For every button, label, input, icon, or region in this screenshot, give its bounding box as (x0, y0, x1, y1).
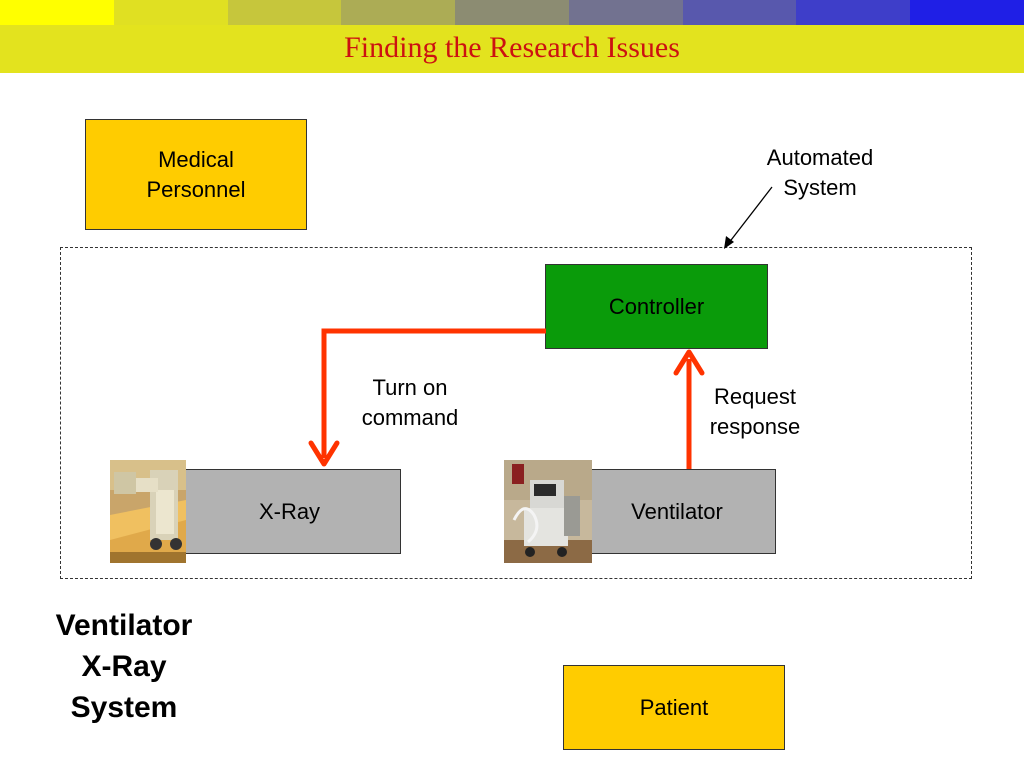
header-stripe-8 (796, 0, 911, 25)
header-stripe-5 (455, 0, 569, 25)
header-stripe-9 (910, 0, 1024, 25)
header-stripe-2 (113, 0, 228, 25)
header-stripe-3 (227, 0, 342, 25)
ventilator-label: Ventilator (631, 498, 723, 524)
controller-label: Controller (608, 293, 705, 319)
patient-label: Patient (639, 694, 709, 720)
header-stripe-1 (0, 0, 114, 25)
header-stripe-7 (682, 0, 797, 25)
request-response-label: Request response (709, 384, 801, 439)
system-title: Ventilator X-Ray System (55, 609, 193, 724)
header-stripes (0, 0, 1024, 25)
automated-system-boundary (60, 247, 972, 579)
turn-on-command-arrow (321, 328, 546, 458)
request-response-arrowhead (673, 349, 705, 376)
ventilator-box: Ventilator (580, 469, 776, 554)
title-bar (0, 25, 1024, 73)
xray-machine-photo (110, 460, 186, 563)
medical-personnel-label: Medical Personnel (146, 146, 246, 202)
automated-system-label: Automated System (766, 145, 874, 200)
controller-box: Controller (545, 264, 768, 349)
automated-system-pointer (727, 186, 773, 245)
ventilator-photo (504, 460, 592, 563)
xray-label: X-Ray (258, 498, 321, 524)
header-stripe-4 (341, 0, 456, 25)
patient-box: Patient (563, 665, 785, 750)
xray-box: X-Ray (180, 469, 401, 554)
slide-title: Finding the Research Issues (344, 31, 680, 64)
medical-personnel-box: Medical Personnel (85, 119, 307, 230)
turn-on-command-label: Turn on command (361, 375, 459, 430)
automated-system-arrowhead (724, 236, 734, 249)
header-stripe-6 (568, 0, 683, 25)
turn-on-command-arrowhead (308, 440, 340, 467)
